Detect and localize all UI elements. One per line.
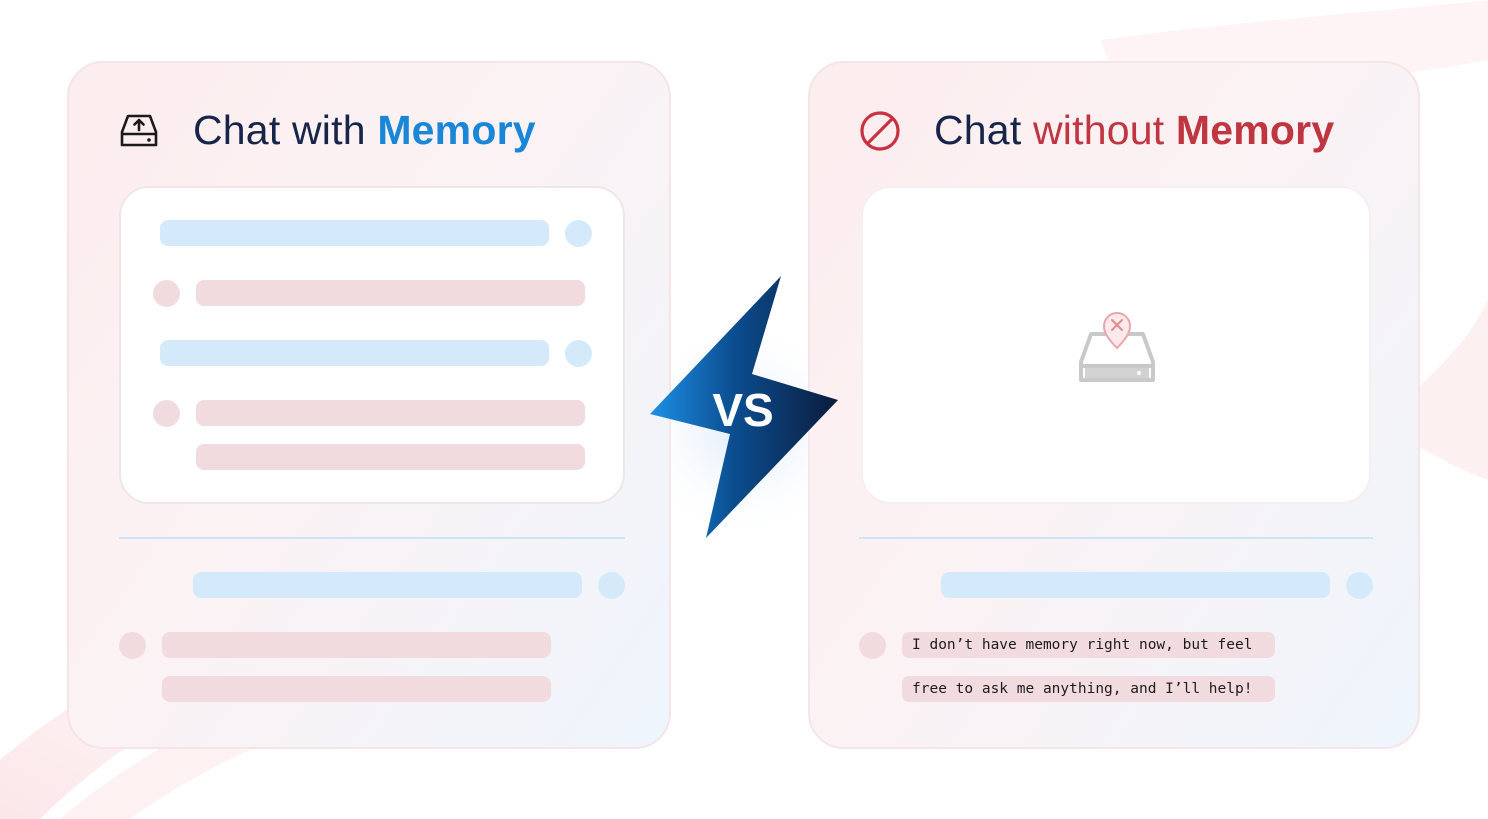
user-message-bubble [941, 572, 1330, 598]
card-title-text: Chat without Memory [934, 107, 1334, 154]
title-chat: Chat [934, 107, 1033, 153]
card-title: Chat with Memory [117, 107, 536, 154]
chat-history-panel [119, 186, 625, 504]
title-chat-with: Chat with [193, 107, 378, 153]
divider [859, 537, 1373, 539]
title-memory-highlight: Memory [1175, 107, 1335, 153]
vs-label: VS [712, 384, 773, 436]
user-avatar [565, 220, 592, 247]
assistant-reply-line-1: I don’t have memory right now, but feel [902, 632, 1275, 658]
chat-with-memory-card: Chat with Memory [67, 61, 671, 749]
prohibited-icon [858, 109, 902, 153]
empty-chat-panel [861, 186, 1371, 504]
assistant-avatar [153, 280, 180, 307]
title-without: without [1033, 107, 1176, 153]
chat-without-memory-card: Chat without Memory I don’t have memory … [808, 61, 1420, 749]
assistant-avatar [119, 632, 146, 659]
assistant-message-bubble [196, 400, 585, 426]
assistant-message-bubble [162, 676, 551, 702]
assistant-avatar [153, 400, 180, 427]
assistant-reply-line-2: free to ask me anything, and I’ll help! [902, 676, 1275, 702]
user-message-bubble [160, 220, 549, 246]
user-message-bubble [193, 572, 582, 598]
card-title-text: Chat with Memory [193, 107, 536, 154]
user-avatar [598, 572, 625, 599]
assistant-message-bubble [196, 280, 585, 306]
card-title: Chat without Memory [858, 107, 1334, 154]
user-avatar [565, 340, 592, 367]
drive-upload-icon [117, 109, 161, 153]
lightning-bolt-icon [650, 276, 838, 538]
divider [119, 537, 625, 539]
user-message-bubble [160, 340, 549, 366]
assistant-avatar [859, 632, 886, 659]
user-avatar [1346, 572, 1373, 599]
memory-missing-drive-icon [1079, 312, 1155, 382]
title-memory-highlight: Memory [377, 107, 536, 153]
assistant-message-bubble [162, 632, 551, 658]
vs-badge: VS [650, 276, 838, 538]
assistant-message-bubble [196, 444, 585, 470]
